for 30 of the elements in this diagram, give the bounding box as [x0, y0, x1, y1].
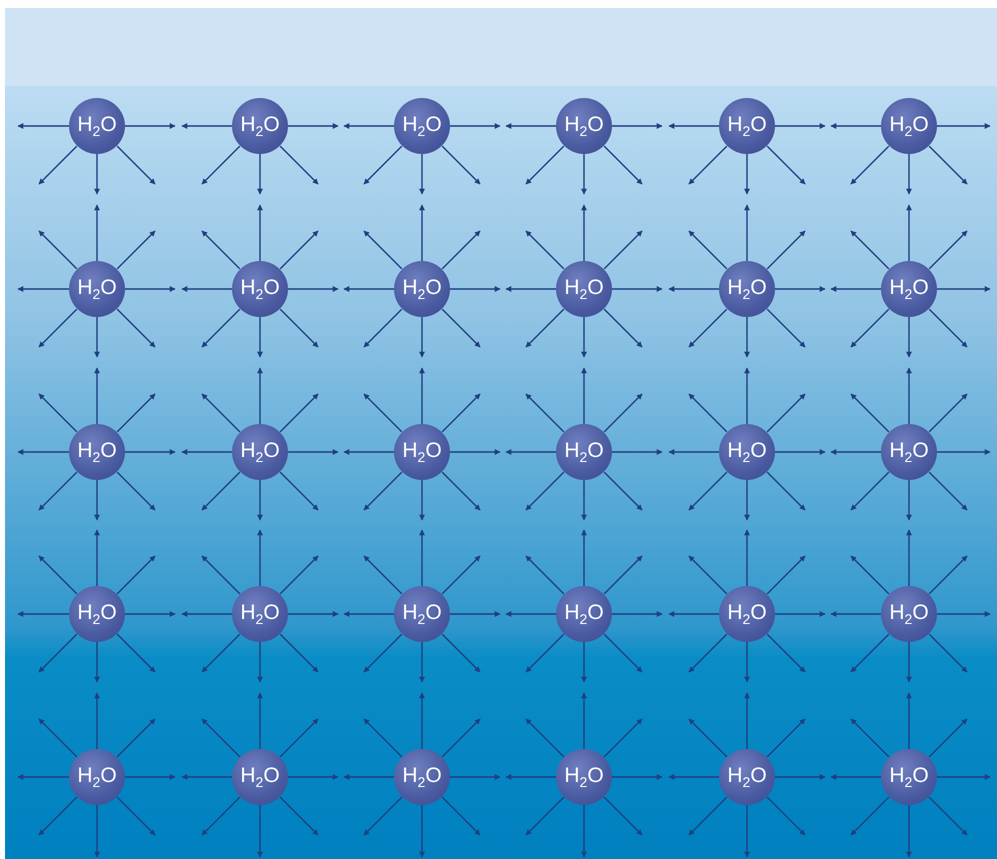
molecule-label: H$_{2}$O — [240, 114, 280, 138]
molecule-label: H$_{2}$O — [77, 440, 117, 464]
molecule-label: H$_{2}$O — [727, 276, 767, 302]
molecule-label: H$_{2}$O — [402, 114, 442, 138]
molecule-label: H$_{2}$O — [402, 276, 442, 302]
molecule-label: H$_{2}$O — [240, 276, 280, 302]
molecule-label: H$_{2}$O — [240, 764, 280, 790]
molecule-label: H$_{2}$O — [889, 276, 929, 302]
molecule-label: H$_{2}$O — [889, 440, 929, 464]
molecule-label: H$_{2}$O — [402, 764, 442, 790]
molecule-label: H$_{2}$O — [727, 114, 767, 138]
molecule-label: H$_{2}$O — [889, 602, 929, 626]
molecule-label: H$_{2}$O — [77, 764, 117, 790]
molecule-label: H$_{2}$O — [77, 276, 117, 302]
molecule-label: H$_{2}$O — [564, 276, 604, 302]
molecule-label: H$_{2}$O — [402, 602, 442, 626]
molecule-label: H$_{2}$O — [727, 764, 767, 790]
molecule-label: H$_{2}$O — [889, 114, 929, 138]
molecule-label: H$_{2}$O — [727, 602, 767, 626]
molecule-label: H$_{2}$O — [564, 440, 604, 464]
molecule-label: H$_{2}$O — [77, 114, 117, 138]
molecule-label: H$_{2}$O — [402, 440, 442, 464]
molecule-label: H$_{2}$O — [564, 764, 604, 790]
molecule-label: H$_{2}$O — [564, 114, 604, 138]
molecule-label: H$_{2}$O — [77, 602, 117, 626]
molecule-label: H$_{2}$O — [889, 764, 929, 790]
molecule-label: H$_{2}$O — [240, 440, 280, 464]
molecule-label: H$_{2}$O — [564, 602, 604, 626]
molecule-label: H$_{2}$O — [727, 440, 767, 464]
molecule-label: H$_{2}$O — [240, 602, 280, 626]
